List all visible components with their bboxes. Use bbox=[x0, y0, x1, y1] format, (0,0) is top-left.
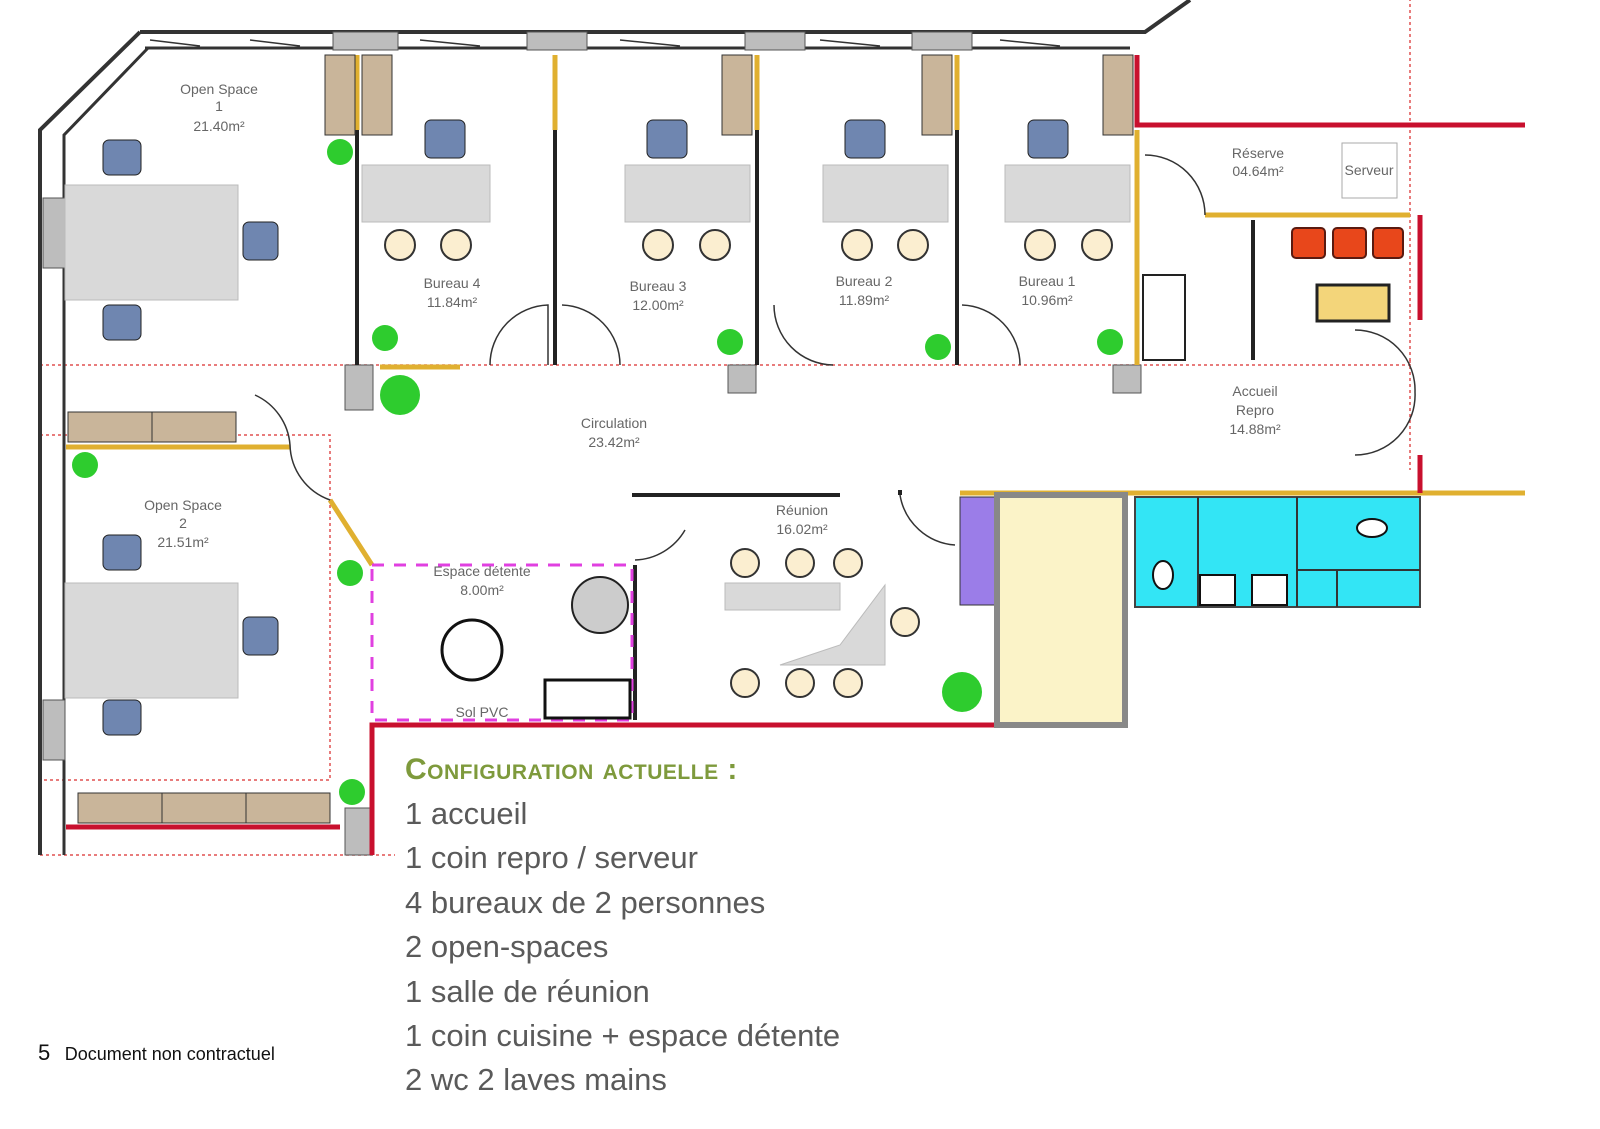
room-area: 21.51m² bbox=[157, 534, 209, 550]
room-label: Accueil bbox=[1232, 383, 1277, 399]
room-area: 11.84m² bbox=[427, 294, 478, 310]
copier bbox=[1142, 274, 1186, 361]
server-box bbox=[1341, 142, 1398, 199]
room-label: Open Space bbox=[144, 497, 222, 513]
round-table bbox=[440, 618, 504, 682]
stools bbox=[384, 229, 1113, 698]
room-labels: Open Space 1 21.40m² Bureau 4 11.84m² Bu… bbox=[144, 81, 1394, 720]
configuration-heading: Configuration actuelle : bbox=[405, 753, 738, 786]
room-area: 23.42m² bbox=[588, 434, 640, 450]
room-area: 12.00m² bbox=[632, 297, 684, 313]
page-footer: 5 Document non contractuel bbox=[38, 1040, 275, 1066]
room-label: Réserve bbox=[1232, 145, 1284, 161]
room-area: 14.88m² bbox=[1229, 421, 1281, 437]
floor-type-label: Sol PVC bbox=[456, 704, 509, 720]
room-label: 1 bbox=[215, 98, 223, 114]
waiting-seats bbox=[1291, 227, 1404, 259]
list-item: 1 coin repro / serveur bbox=[405, 840, 698, 876]
room-label: Repro bbox=[1236, 402, 1274, 418]
list-item: 4 bureaux de 2 personnes bbox=[405, 884, 766, 920]
cream-room bbox=[994, 492, 1128, 728]
doors bbox=[254, 154, 1416, 561]
room-label: Open Space bbox=[180, 81, 258, 97]
configuration-list: Configuration actuelle : 1 accueil 1 coi… bbox=[405, 748, 840, 1103]
room-label: Bureau 4 bbox=[424, 275, 481, 291]
list-item: 2 wc 2 laves mains bbox=[405, 1062, 667, 1098]
page-number: 5 bbox=[38, 1040, 51, 1065]
list-item: 1 salle de réunion bbox=[405, 973, 650, 1009]
room-label: Bureau 2 bbox=[836, 273, 893, 289]
room-label: Réunion bbox=[776, 502, 828, 518]
room-area: 11.89m² bbox=[839, 292, 890, 308]
wc-partitions bbox=[1197, 497, 1420, 607]
room-label: Circulation bbox=[581, 415, 647, 431]
list-item: 2 open-spaces bbox=[405, 929, 609, 965]
disclaimer: Document non contractuel bbox=[64, 1044, 275, 1064]
list-item: 1 coin cuisine + espace détente bbox=[405, 1018, 841, 1054]
detente-boundary bbox=[370, 563, 634, 722]
serveur-label: Serveur bbox=[1344, 162, 1393, 178]
room-label: 2 bbox=[179, 515, 187, 531]
exterior-wall bbox=[38, 0, 1192, 855]
round-side-table bbox=[571, 576, 629, 634]
desks bbox=[64, 164, 1131, 699]
yellow-walls bbox=[66, 55, 1525, 567]
room-area: 10.96m² bbox=[1021, 292, 1073, 308]
red-walls bbox=[66, 55, 1525, 855]
kitchen-sink bbox=[543, 678, 632, 720]
room-label: Espace détente bbox=[433, 563, 531, 579]
storage-cabinets bbox=[67, 54, 1134, 824]
purple-closet bbox=[959, 496, 996, 606]
chairs bbox=[102, 119, 1069, 736]
room-area: 16.02m² bbox=[776, 521, 828, 537]
list-item: 1 accueil bbox=[405, 796, 528, 831]
pillars bbox=[42, 31, 1142, 856]
wc-fixtures bbox=[1152, 518, 1388, 606]
room-label: Bureau 3 bbox=[630, 278, 687, 294]
room-area: 21.40m² bbox=[193, 118, 245, 134]
room-area: 04.64m² bbox=[1232, 163, 1284, 179]
room-label: Bureau 1 bbox=[1019, 273, 1076, 289]
reception-desk bbox=[1315, 283, 1391, 323]
room-area: 8.00m² bbox=[460, 582, 504, 598]
plants bbox=[72, 139, 1123, 805]
